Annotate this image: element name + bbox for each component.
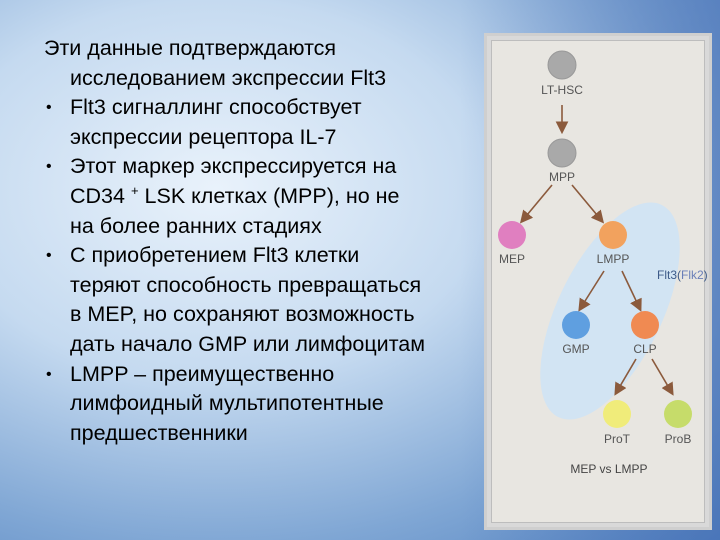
bullet-item-2-cont2: на более ранних стадиях xyxy=(44,212,474,242)
lineage-diagram: LT-HSC MPP MEP LMPP Flt3(Flk2) GMP CLP P… xyxy=(498,50,708,476)
bullet-dot-icon: • xyxy=(46,158,52,176)
bullet-item-3-cont: теряют способность превращаться xyxy=(44,271,474,301)
intro-text-cont: исследованием экспрессии Flt3 xyxy=(44,64,474,94)
node-clp-label: CLP xyxy=(633,342,656,356)
bullet-text-block: Эти данные подтверждаются исследованием … xyxy=(44,34,474,448)
flt3-label: Flt3(Flk2) xyxy=(657,268,708,282)
bullet-item-1: • Flt3 сигналлинг способствует xyxy=(44,93,474,123)
bullet-item-4-cont: лимфоидный мультипотентные xyxy=(44,389,474,419)
node-mep-label: MEP xyxy=(499,252,525,266)
bullet-dot-icon: • xyxy=(46,247,52,265)
figure-caption: MEP vs LMPP xyxy=(570,462,647,476)
node-clp-cell xyxy=(631,311,659,339)
node-prot-label: ProT xyxy=(604,432,631,446)
bullet-dot-icon: • xyxy=(46,365,52,383)
arrow-lmpp-clp xyxy=(621,270,642,312)
node-lthsc-label: LT-HSC xyxy=(541,83,583,97)
node-lmpp-cell xyxy=(599,221,627,249)
hematopoiesis-figure: LT-HSC MPP MEP LMPP Flt3(Flk2) GMP CLP P… xyxy=(484,33,712,530)
node-gmp-cell xyxy=(562,311,590,339)
bullet-3-line-1: С приобретением Flt3 клетки xyxy=(70,243,360,268)
node-lmpp-label: LMPP xyxy=(597,252,630,266)
node-mpp-cell xyxy=(547,138,577,168)
bullet-1-line-1: Flt3 сигналлинг способствует xyxy=(70,95,362,120)
node-lthsc-cell xyxy=(547,50,577,80)
bullet-item-1-cont: экспрессии рецептора IL-7 xyxy=(44,123,474,153)
bullet-item-2: • Этот маркер экспрессируется на xyxy=(44,152,474,182)
arrow-clp-prot xyxy=(614,358,637,396)
node-prot-cell xyxy=(603,400,631,428)
bullet-3-line-3: в MEP, но сохраняют возможность xyxy=(70,302,415,327)
bullet-2-cd34: CD34 xyxy=(70,183,125,208)
bullet-item-2-cont: CD34 + LSK клетках (MPP), но не xyxy=(44,182,474,212)
bullet-2-line-2: LSK клетках (MPP), но не xyxy=(144,183,400,208)
bullet-2-line-1: Этот маркер экспрессируется на xyxy=(70,154,397,179)
bullet-2-line-3: на более ранних стадиях xyxy=(70,213,322,238)
node-gmp-label: GMP xyxy=(562,342,589,356)
bullet-item-3-cont3: дать начало GMP или лимфоцитам xyxy=(44,330,474,360)
arrow-mpp-mep xyxy=(519,184,553,224)
bullet-4-line-3: предшественники xyxy=(70,420,248,445)
arrow-mpp-lmpp xyxy=(571,184,605,224)
bullet-3-line-2: теряют способность превращаться xyxy=(70,272,422,297)
node-mep-cell xyxy=(498,221,526,249)
bullet-2-superscript: + xyxy=(130,182,139,198)
intro-line-2: исследованием экспрессии Flt3 xyxy=(70,65,387,90)
bullet-dot-icon: • xyxy=(46,99,52,117)
bullet-item-4-cont2: предшественники xyxy=(44,419,474,449)
bullet-4-line-2: лимфоидный мультипотентные xyxy=(70,391,384,416)
bullet-3-line-4: дать начало GMP или лимфоцитам xyxy=(70,331,426,356)
figure-panel: LT-HSC MPP MEP LMPP Flt3(Flk2) GMP CLP P… xyxy=(491,40,708,523)
intro-text: Эти данные подтверждаются xyxy=(44,34,474,64)
bullet-item-3: • С приобретением Flt3 клетки xyxy=(44,241,474,271)
bullet-item-4: • LMPP – преимущественно xyxy=(44,360,474,390)
bullet-item-3-cont2: в MEP, но сохраняют возможность xyxy=(44,300,474,330)
node-mpp-label: MPP xyxy=(549,170,575,184)
bullet-4-line-1: LMPP – преимущественно xyxy=(70,361,335,386)
node-prob-label: ProB xyxy=(665,432,692,446)
bullet-1-line-2: экспрессии рецептора IL-7 xyxy=(70,124,337,149)
arrow-clp-prob xyxy=(651,358,674,396)
arrow-lmpp-gmp xyxy=(578,270,605,312)
intro-line-1: Эти данные подтверждаются xyxy=(44,36,337,60)
node-prob-cell xyxy=(664,400,692,428)
flt3-highlight-region xyxy=(540,202,680,420)
